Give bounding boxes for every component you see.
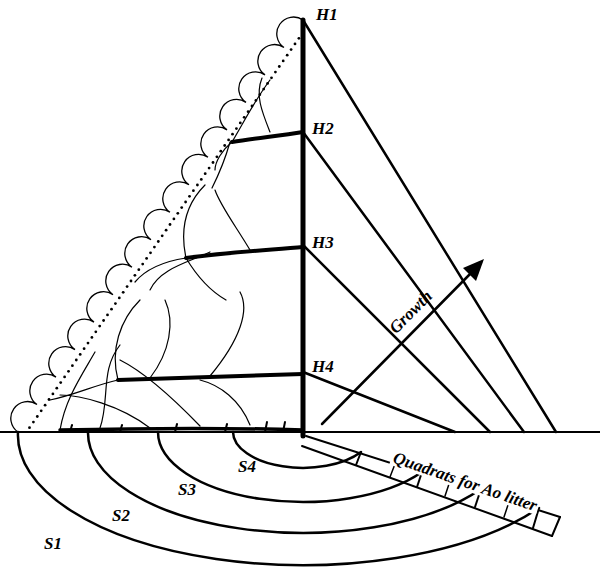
height-label: H3 <box>312 234 334 251</box>
crown-dot <box>231 133 234 136</box>
crown-dot <box>153 246 156 249</box>
crown-dot <box>67 370 70 373</box>
height-label: H1 <box>316 6 338 23</box>
crown-dot <box>91 336 94 339</box>
crown-dot <box>274 71 277 74</box>
crown-dot <box>180 206 183 209</box>
crown-dot <box>161 234 164 237</box>
zone-label: S4 <box>238 458 256 475</box>
crown-dot <box>251 105 254 108</box>
crown-dot <box>243 116 246 119</box>
crown-dot <box>141 263 144 266</box>
crown-dot <box>83 347 86 350</box>
crown-dot <box>145 257 148 260</box>
crown-dot <box>235 127 238 130</box>
crown-dot <box>157 240 160 243</box>
crown-dot <box>290 48 293 51</box>
crown-dot <box>188 195 191 198</box>
crown-dot <box>110 308 113 311</box>
crown-dot <box>227 139 230 142</box>
crown-dot <box>149 251 152 254</box>
crown-dot <box>184 201 187 204</box>
crown-dot <box>114 302 117 305</box>
crown-dot <box>255 99 258 102</box>
zone-label: S1 <box>44 535 62 552</box>
height-label: H4 <box>312 358 334 375</box>
crown-dot <box>79 353 82 356</box>
crown-dot <box>36 415 39 418</box>
crown-dot <box>286 54 289 57</box>
crown-dot <box>126 285 129 288</box>
crown-dot <box>32 421 35 424</box>
zone-label: S3 <box>178 481 196 498</box>
crown-dot <box>204 172 207 175</box>
crown-dot <box>94 330 97 333</box>
crown-dot <box>118 297 121 300</box>
crown-dot <box>266 82 269 85</box>
crown-dot <box>258 93 261 96</box>
crown-dot <box>212 161 215 164</box>
crown-dot <box>130 280 133 283</box>
crown-dot <box>200 178 203 181</box>
crown-dot <box>71 364 74 367</box>
crown-outline <box>11 17 303 432</box>
crown-dot <box>165 229 168 232</box>
crown-dot <box>40 409 43 412</box>
crown-dot <box>102 319 105 322</box>
crown-dot <box>134 274 137 277</box>
crown-dot <box>208 167 211 170</box>
crown-dot <box>87 342 90 345</box>
crown-dot <box>278 65 281 68</box>
crown-dot <box>55 387 58 390</box>
growth-label: Growth <box>386 287 435 336</box>
crown-dot <box>239 122 242 125</box>
crown-dot <box>282 60 285 63</box>
crown-dot <box>98 325 101 328</box>
crown-dot <box>48 398 51 401</box>
crown-dot <box>216 155 219 158</box>
crown-dot <box>63 376 66 379</box>
crown-dot <box>75 359 78 362</box>
crown-dot <box>137 268 140 271</box>
crown-dot <box>173 218 176 221</box>
crown-dot <box>176 212 179 215</box>
crown-dot <box>262 88 265 91</box>
crown-dot <box>223 144 226 147</box>
crown-dot <box>106 314 109 317</box>
crown-dot <box>192 189 195 192</box>
crown-dot <box>298 37 301 40</box>
crown-dot <box>219 150 222 153</box>
crown-dot <box>270 76 273 79</box>
crown-dot <box>196 184 199 187</box>
crown-dot <box>59 381 62 384</box>
zone-label: S2 <box>112 507 130 524</box>
crown-dot <box>169 223 172 226</box>
crown-dot <box>44 404 47 407</box>
crown-dot <box>28 426 31 429</box>
crown-dot <box>52 393 55 396</box>
crown-dot <box>247 110 250 113</box>
height-label: H2 <box>312 120 334 137</box>
crown-dot <box>122 291 125 294</box>
crown-dot <box>294 43 297 46</box>
